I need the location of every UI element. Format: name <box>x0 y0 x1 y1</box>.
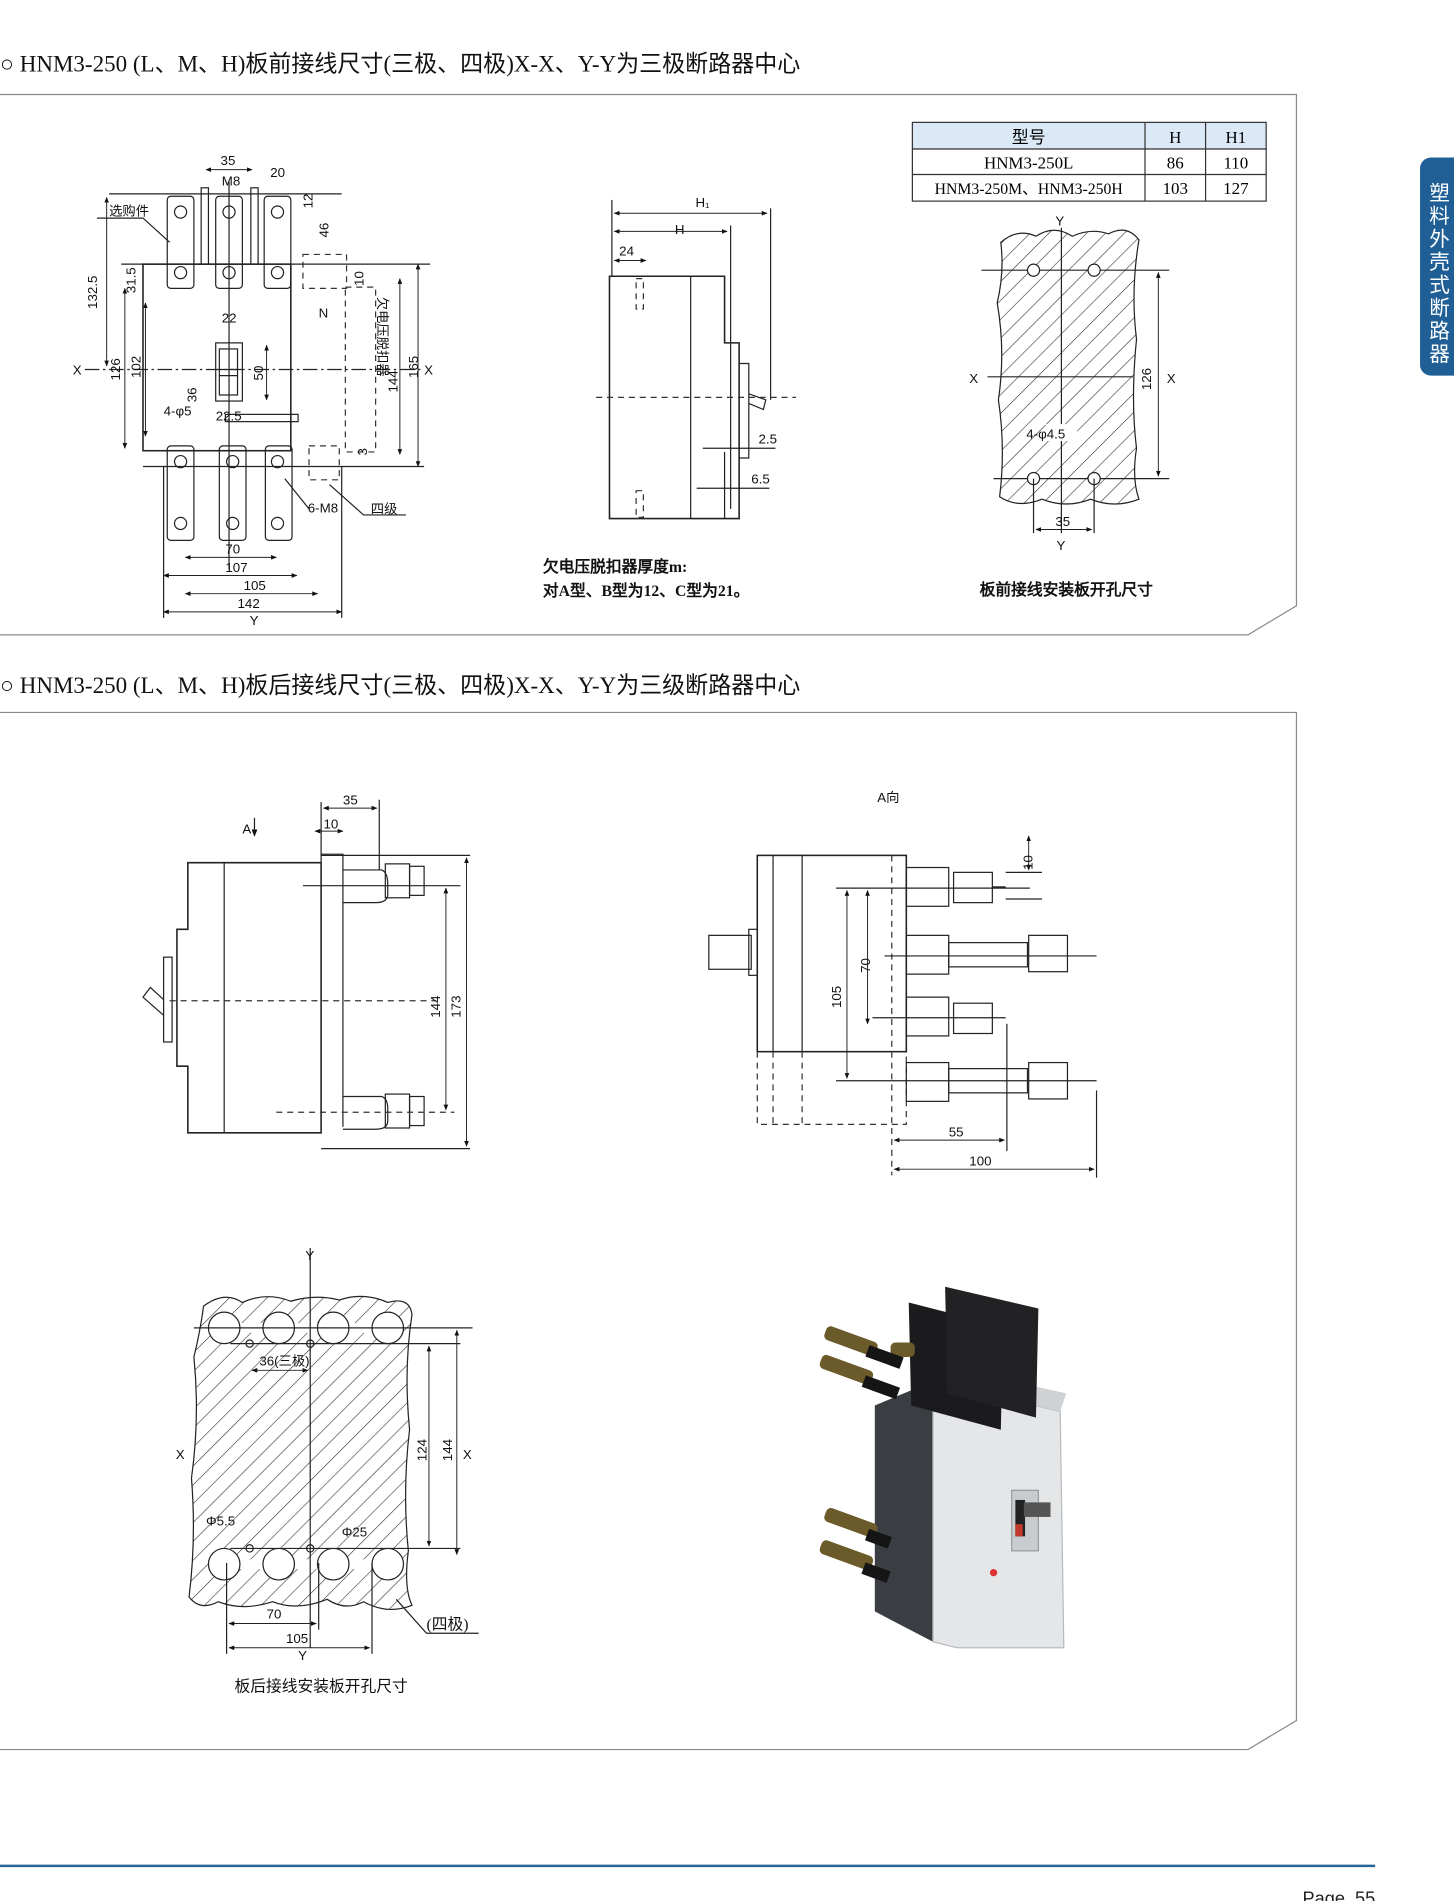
side-tab: 塑料外壳式断路器 <box>1420 157 1454 376</box>
dim-label: 22.5 <box>216 408 242 423</box>
dim-label: 6-M8 <box>308 501 338 516</box>
section1-title: ○ HNM3-250 (L、M、H)板前接线尺寸(三极、四极)X-X、Y-Y为三… <box>0 50 800 76</box>
uv-note-line1: 欠电压脱扣器厚度m: <box>543 557 687 576</box>
dim-label: (四极) <box>427 1616 469 1634</box>
rear-side-view-drawing: A↓ 35 10 144 173 <box>142 793 471 1150</box>
dim-label: Y <box>305 1248 314 1263</box>
dim-label: 四级 <box>371 502 398 517</box>
dim-label: 欠电压脱扣器 <box>375 297 390 377</box>
dim-label: 10 <box>324 817 339 832</box>
dim-label: 3 <box>355 448 370 455</box>
dim-label: H₁ <box>695 195 710 210</box>
dim-label: 31.5 <box>124 267 139 293</box>
dim-label: 70 <box>225 542 240 557</box>
dim-label: 173 <box>448 996 463 1018</box>
dim-label: X <box>73 362 82 377</box>
table-cell: 110 <box>1223 153 1248 172</box>
table-cell: 103 <box>1163 179 1188 198</box>
dim-label: 70 <box>858 958 873 973</box>
dim-label: 12 <box>301 194 316 209</box>
dim-label: X <box>969 371 978 386</box>
dim-label: 36(三极) <box>259 1353 309 1368</box>
dim-label: 107 <box>225 560 247 575</box>
dim-label: X <box>1167 371 1176 386</box>
dim-label: 46 <box>316 223 331 238</box>
dim-label: Y <box>298 1648 307 1663</box>
side-view-drawing: H₁ H 24 2.5 6.5 欠电压脱扣器厚度m: 对A型、B型为12、C型为… <box>543 195 797 600</box>
section2-title: ○ HNM3-250 (L、M、H)板后接线尺寸(三极、四极)X-X、Y-Y为三… <box>0 672 800 698</box>
front-panel-caption: 板前接线安装板开孔尺寸 <box>980 580 1153 599</box>
dim-label: 35 <box>1055 514 1070 529</box>
dim-label: 105 <box>829 986 844 1008</box>
dim-label: 36 <box>184 387 199 402</box>
dim-label: 24 <box>619 244 634 259</box>
section2-frame <box>0 711 1298 1751</box>
uv-note-line2: 对A型、B型为12、C型为21。 <box>543 581 750 600</box>
table-cell: HNM3-250L <box>984 153 1073 172</box>
table-cell: 127 <box>1223 179 1248 198</box>
dim-label: Φ25 <box>342 1524 367 1539</box>
dim-label: X <box>463 1447 472 1462</box>
rear-panel-caption: 板后接线安装板开孔尺寸 <box>234 1677 407 1695</box>
front-panel-cutout-drawing: Y X 126 X 4-φ4.5 35 Y 板前接线安装板开孔尺寸 <box>969 213 1175 599</box>
dim-label: Φ5.5 <box>206 1513 235 1528</box>
dim-label: Y <box>1057 538 1066 553</box>
dim-label: Y <box>1055 213 1064 228</box>
dim-label: X <box>176 1447 185 1462</box>
section1-frame <box>0 93 1298 636</box>
dim-label: 20 <box>270 165 285 180</box>
dim-label: 102 <box>129 356 144 378</box>
table-cell: 86 <box>1167 153 1184 172</box>
table-cell: HNM3-250M、HNM3-250H <box>935 181 1123 198</box>
dim-label: 144 <box>385 370 400 393</box>
dim-label: 126 <box>1139 368 1154 390</box>
rear-panel-cutout-drawing: Y X 124 144 X 36(三极) Φ5.5 Φ25 70 105 Y (… <box>176 1247 479 1695</box>
dim-label: 165 <box>406 356 421 378</box>
dim-label: 22 <box>222 310 237 325</box>
dim-label: 4-φ4.5 <box>1026 427 1065 442</box>
dim-label: X <box>424 362 433 377</box>
dim-label: N <box>319 305 329 320</box>
table-header-h1: H1 <box>1226 128 1247 147</box>
dim-label: 55 <box>949 1124 964 1139</box>
dim-label: 124 <box>415 1438 430 1461</box>
dim-label: 6.5 <box>751 471 770 486</box>
dim-label: 105 <box>286 1631 308 1646</box>
front-view-drawing: 35 M8 20 12 46 选购件 132.5 31.5 10 N 欠电压脱扣… <box>73 153 433 628</box>
dim-label: 126 <box>108 358 123 380</box>
dim-label: 35 <box>221 153 236 168</box>
dim-label: 132.5 <box>85 276 100 309</box>
dim-label: A↓ <box>242 822 258 837</box>
dim-label: 50 <box>251 366 266 381</box>
dim-label: 10 <box>352 271 367 286</box>
side-tab-label: 塑料外壳式断路器 <box>1425 182 1449 366</box>
dim-label: 选购件 <box>109 204 149 219</box>
dim-label: 35 <box>343 793 358 808</box>
table-header-model: 型号 <box>1012 128 1046 147</box>
spec-table: 型号 H H1 HNM3-250L 86 110 HNM3-250M、HNM3-… <box>911 121 1267 202</box>
dim-label: 4-φ5 <box>164 404 192 419</box>
dim-label: 2.5 <box>759 431 778 446</box>
dim-label: 10 <box>1020 855 1035 870</box>
product-photo <box>819 1286 1067 1649</box>
dim-label: A向 <box>877 790 899 805</box>
dim-label: 142 <box>238 596 260 611</box>
dim-label: Y <box>250 613 259 628</box>
table-header-h: H <box>1169 128 1181 147</box>
dim-label: M8 <box>222 173 241 188</box>
dim-label: 70 <box>267 1607 282 1622</box>
dim-label: 100 <box>969 1154 991 1169</box>
page-number: Page 55 <box>1303 1889 1376 1901</box>
dim-label: 144 <box>440 1438 455 1461</box>
dim-label: H <box>675 222 685 237</box>
a-view-drawing: A向 10 70 105 55 100 <box>708 790 1098 1178</box>
dim-label: 105 <box>244 578 266 593</box>
dim-label: 144 <box>428 995 443 1018</box>
